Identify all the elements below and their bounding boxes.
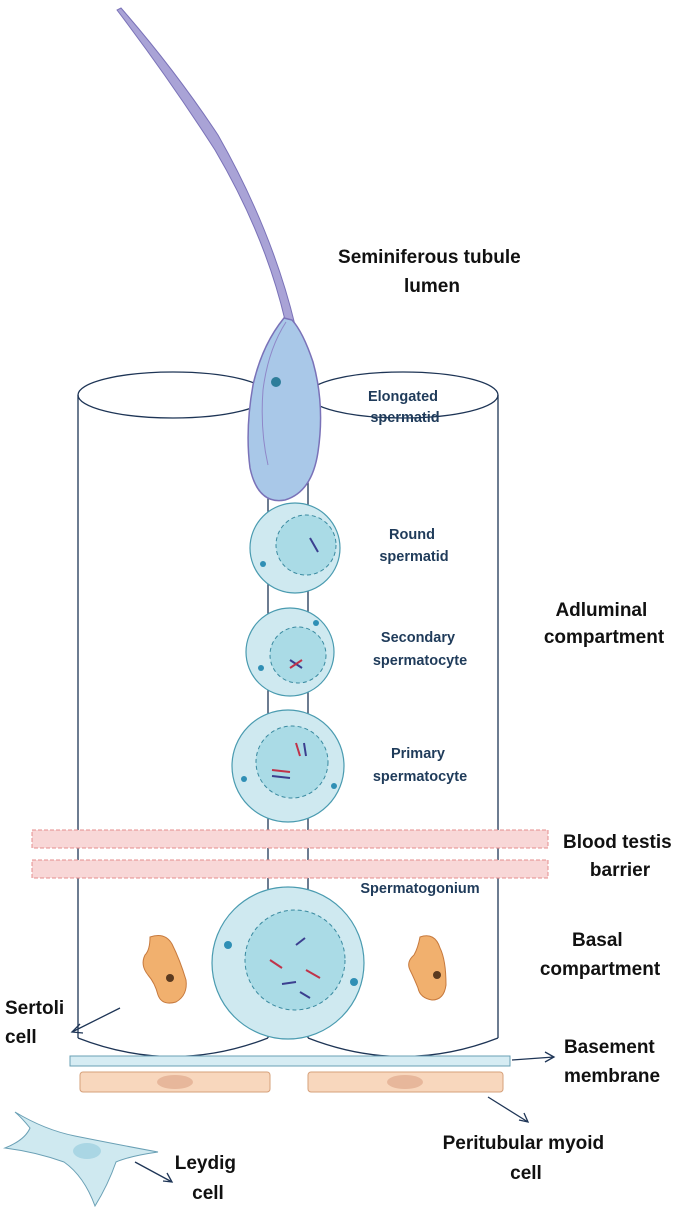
elongated-spermatid <box>116 7 322 502</box>
blood-testis-barrier-bands <box>31 829 549 879</box>
primary-spermatocyte-label-line2: spermatocyte <box>373 769 467 785</box>
lumen-label-line1: Seminiferous tubule <box>338 247 521 268</box>
sertoli-cell-label: Sertoli cell <box>5 998 69 1048</box>
secondary-spermatocyte-label: Secondary spermatocyte <box>373 630 467 669</box>
adluminal-compartment-label: Adluminal compartment <box>544 600 665 648</box>
leydig-cell <box>3 1111 159 1208</box>
secondary-spermatocyte-label-line1: Secondary <box>381 630 455 646</box>
spermatogonium <box>211 886 365 1040</box>
elongated-spermatid-label: Elongated spermatid <box>368 389 442 426</box>
lumen-label-line2: lumen <box>404 276 460 297</box>
primary-spermatocyte-label-line1: Primary <box>391 746 445 762</box>
sertoli-cell-label-line2: cell <box>5 1027 37 1048</box>
round-spermatid <box>249 502 341 594</box>
primary-spermatocyte-label: Primary spermatocyte <box>373 746 467 785</box>
peritubular-myoid-cells <box>79 1071 504 1093</box>
basement-membrane-label-line2: membrane <box>564 1066 660 1087</box>
elongated-spermatid-label-line1: Elongated <box>368 389 438 405</box>
sertoli-nucleus-left <box>142 935 187 1004</box>
peritubular-myoid-cell-label: Peritubular myoid cell <box>443 1133 610 1184</box>
leydig-cell-label-line2: cell <box>192 1183 224 1204</box>
round-spermatid-label-line2: spermatid <box>379 549 448 565</box>
peritubular-myoid-cell-label-line2: cell <box>510 1163 542 1184</box>
basement-membrane-bar <box>69 1055 511 1067</box>
peritubular-myoid-cell-label-line1: Peritubular myoid <box>443 1133 605 1154</box>
basal-compartment-label-line1: Basal <box>572 930 623 951</box>
pointer-arrows <box>70 1007 556 1183</box>
leydig-cell-label: Leydig cell <box>175 1153 242 1204</box>
secondary-spermatocyte-label-line2: spermatocyte <box>373 653 467 669</box>
round-spermatid-label: Round spermatid <box>379 527 448 565</box>
blood-testis-barrier-label: Blood testis barrier <box>563 832 677 881</box>
lumen-label: Seminiferous tubule lumen <box>338 247 526 297</box>
basal-compartment-label-line2: compartment <box>540 959 661 980</box>
secondary-spermatocyte <box>245 607 335 697</box>
spermatogonium-label-line1: Spermatogonium <box>360 881 479 897</box>
spermatogonium-label: Spermatogonium <box>360 881 479 897</box>
basal-compartment-label: Basal compartment <box>540 930 661 980</box>
blood-testis-barrier-label-line1: Blood testis <box>563 832 672 853</box>
sertoli-nucleus-right <box>408 935 447 1001</box>
basement-membrane-label: Basement membrane <box>564 1037 660 1087</box>
basement-membrane-label-line1: Basement <box>564 1037 655 1058</box>
adluminal-compartment-label-line2: compartment <box>544 627 665 648</box>
elongated-spermatid-label-line2: spermatid <box>370 410 439 426</box>
primary-spermatocyte <box>231 709 345 823</box>
leydig-cell-label-line1: Leydig <box>175 1153 236 1174</box>
round-spermatid-label-line1: Round <box>389 527 435 543</box>
blood-testis-barrier-label-line2: barrier <box>590 860 651 881</box>
adluminal-compartment-label-line1: Adluminal <box>555 600 647 621</box>
sertoli-cell-label-line1: Sertoli <box>5 998 64 1019</box>
